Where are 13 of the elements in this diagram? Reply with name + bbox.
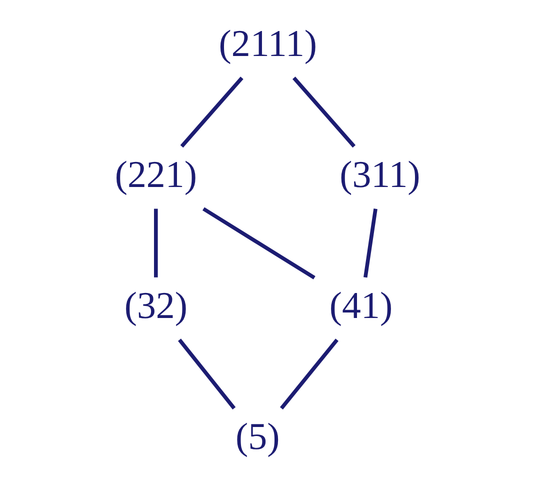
node-text: (41): [328, 285, 392, 328]
connector: [178, 338, 236, 410]
node-text: (5): [234, 416, 280, 458]
node-text: (32): [124, 285, 187, 328]
node-text: (311): [339, 154, 420, 196]
connector: [279, 338, 338, 410]
connector: [180, 76, 243, 148]
connector: [363, 208, 377, 278]
connector: [202, 207, 315, 280]
node-text: (2111): [218, 23, 317, 66]
connector: [292, 76, 356, 148]
node-text: (221): [114, 154, 196, 196]
connector: [154, 208, 158, 278]
